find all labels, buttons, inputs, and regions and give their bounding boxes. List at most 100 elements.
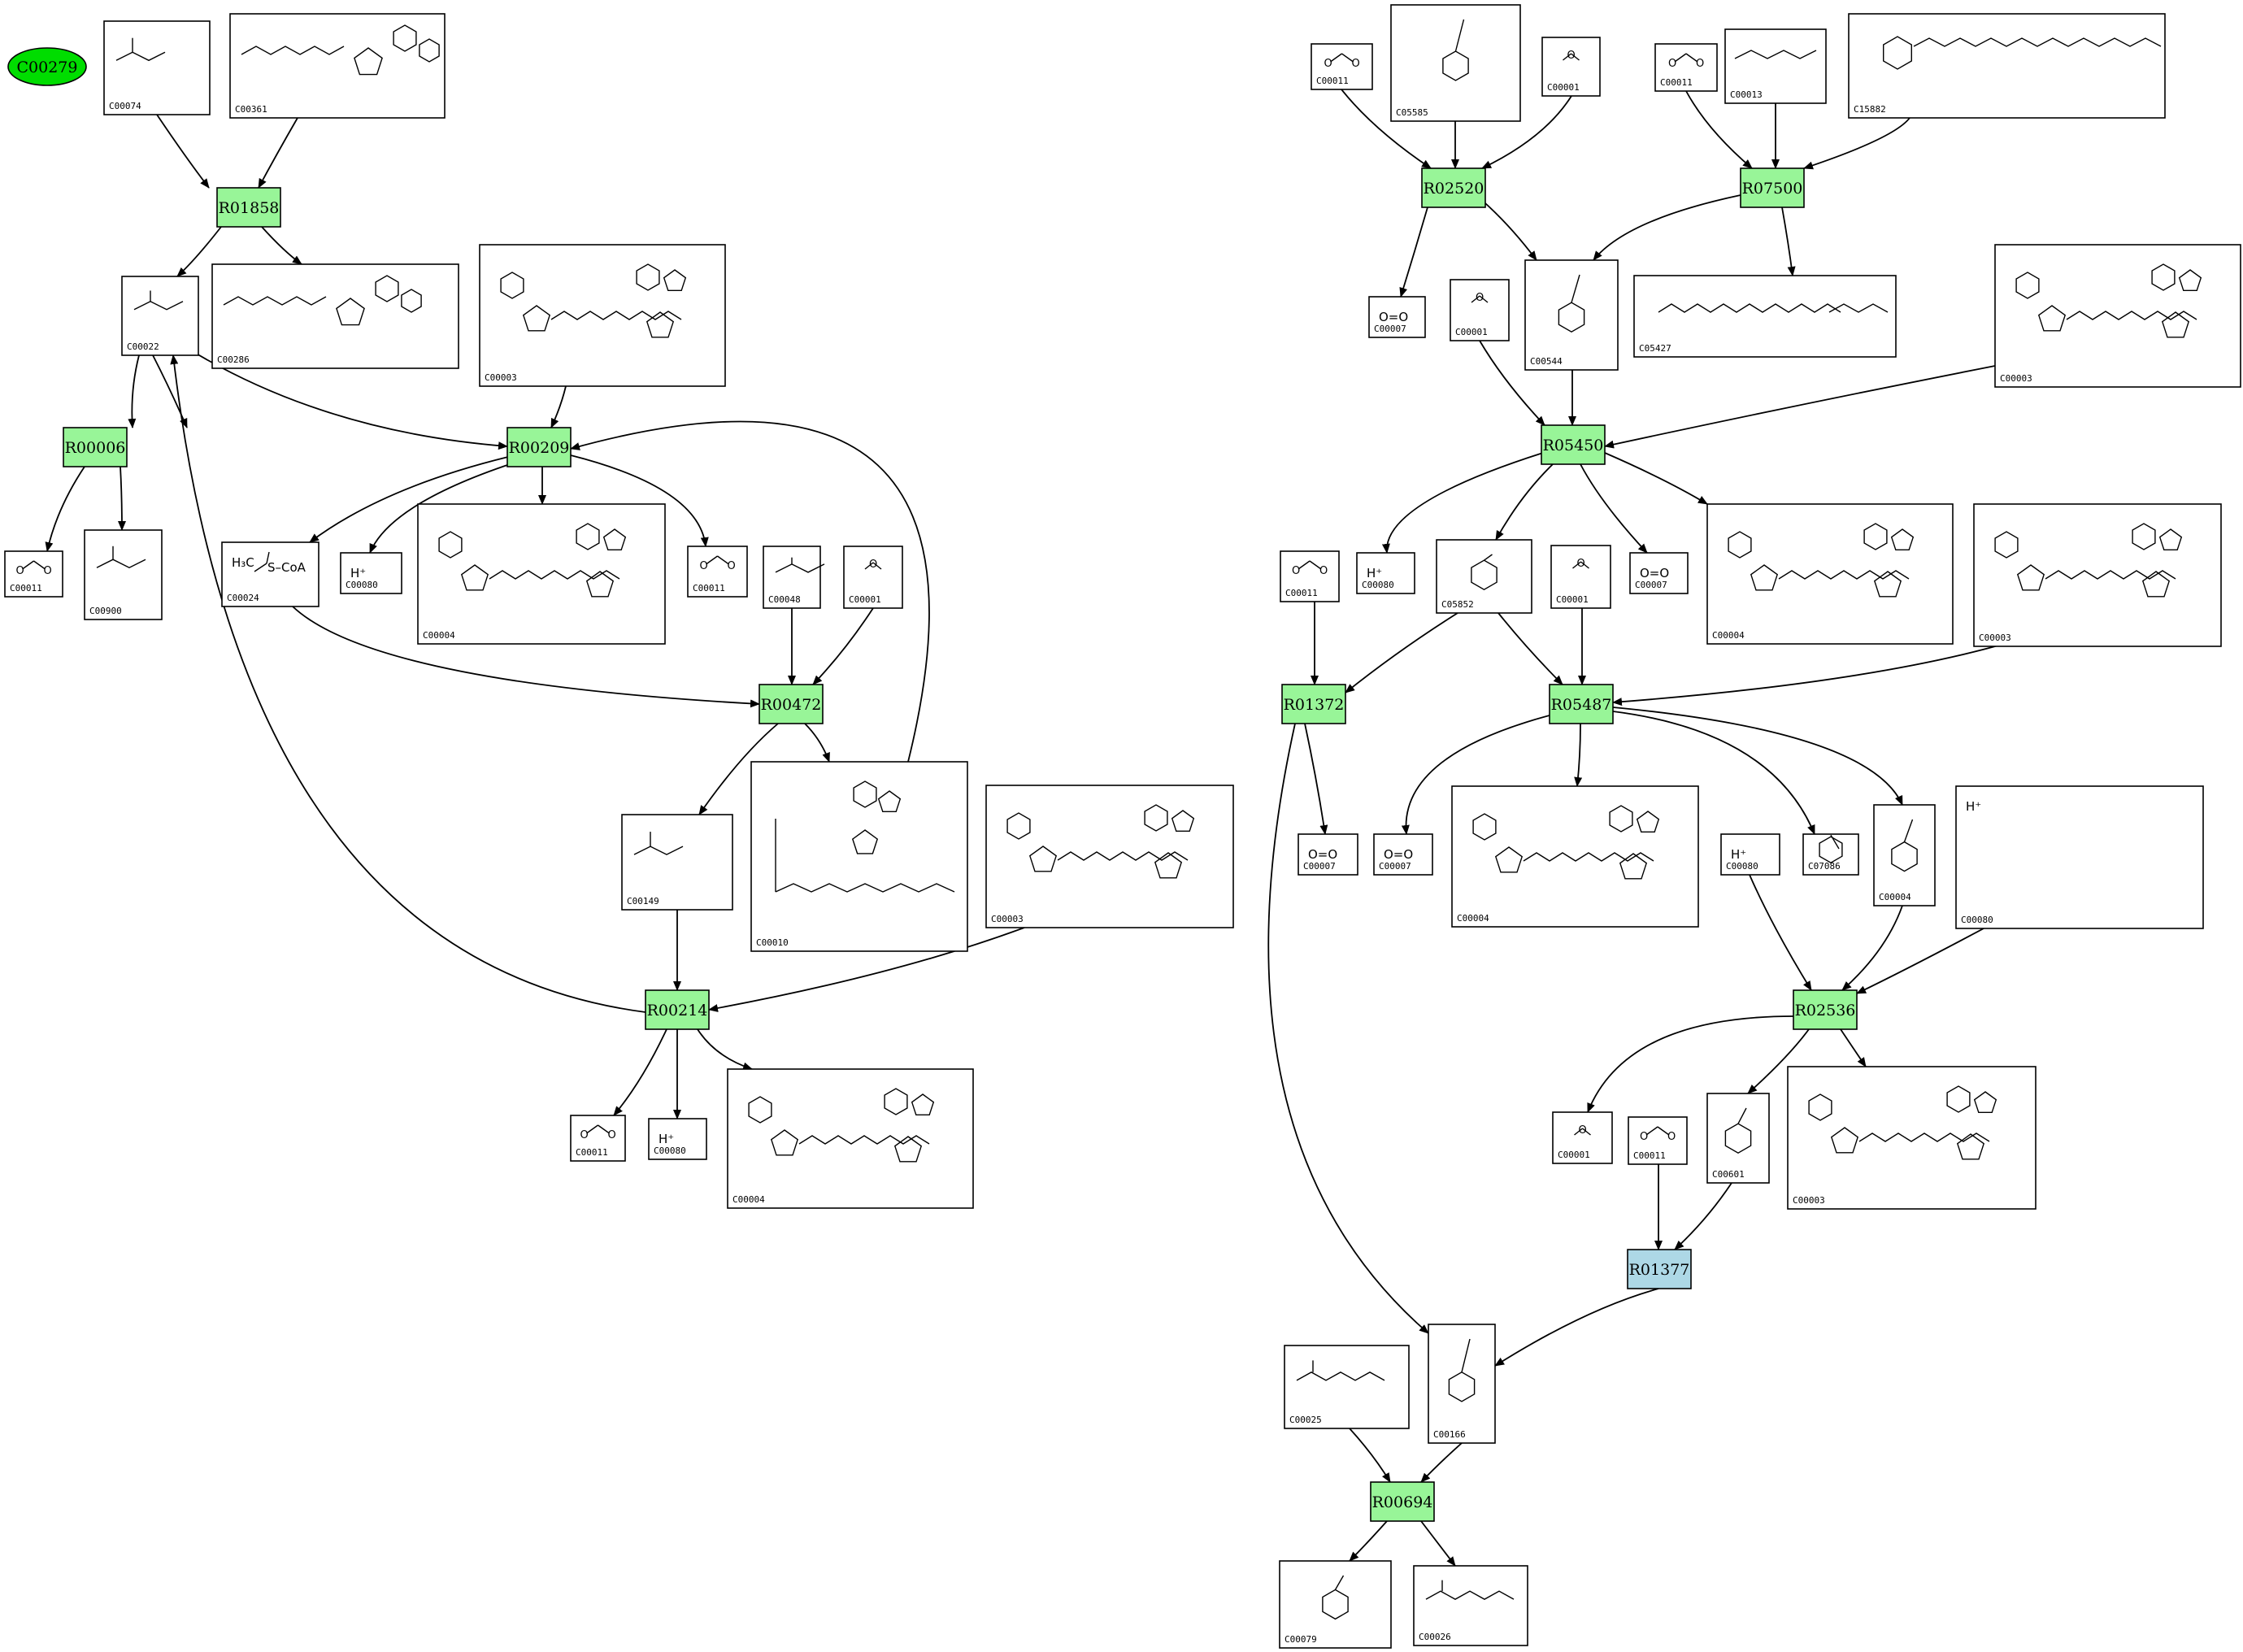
compound-node[interactable]: C05427 bbox=[1633, 275, 1897, 358]
reaction-node[interactable]: R05487 bbox=[1549, 684, 1614, 724]
compound-node[interactable]: C00048 bbox=[763, 546, 825, 609]
compound-node[interactable]: C00003 bbox=[1787, 1066, 2037, 1210]
compound-box[interactable] bbox=[1706, 503, 1954, 645]
reaction-node[interactable]: R01377 bbox=[1627, 1249, 1692, 1289]
compound-node[interactable]: C00601 bbox=[1706, 1093, 1770, 1184]
compound-box[interactable] bbox=[1373, 833, 1433, 876]
compound-box[interactable] bbox=[121, 276, 199, 356]
compound-node[interactable]: C00286 bbox=[211, 263, 459, 369]
compound-node[interactable]: C00025 bbox=[1284, 1345, 1410, 1429]
compound-box[interactable] bbox=[727, 1068, 974, 1209]
compound-box[interactable] bbox=[1848, 13, 2166, 119]
compound-node[interactable]: C00166 bbox=[1428, 1324, 1496, 1444]
compound-box[interactable] bbox=[687, 546, 748, 598]
reaction-box[interactable] bbox=[1281, 684, 1346, 724]
compound-box[interactable] bbox=[1413, 1565, 1528, 1646]
reaction-node[interactable]: R00472 bbox=[759, 684, 824, 724]
compound-box[interactable] bbox=[1629, 552, 1689, 594]
start-node[interactable]: C00279 bbox=[7, 47, 87, 86]
reaction-box[interactable] bbox=[645, 989, 710, 1030]
compound-box[interactable] bbox=[570, 1115, 626, 1162]
compound-box[interactable] bbox=[4, 550, 63, 598]
compound-node[interactable]: C00003 bbox=[479, 244, 726, 387]
reaction-box[interactable] bbox=[1627, 1249, 1692, 1289]
compound-box[interactable] bbox=[1311, 43, 1373, 90]
compound-node[interactable]: C00149 bbox=[621, 814, 733, 911]
compound-box[interactable] bbox=[1298, 833, 1358, 876]
compound-node[interactable]: C00004 bbox=[1706, 503, 1954, 645]
compound-box[interactable] bbox=[1436, 539, 1532, 614]
compound-node[interactable]: H⁺C00080 bbox=[648, 1118, 707, 1160]
compound-box[interactable] bbox=[1284, 1345, 1410, 1429]
compound-box[interactable] bbox=[1280, 550, 1340, 602]
compound-box[interactable] bbox=[1955, 785, 2204, 929]
compound-node[interactable]: C15882 bbox=[1848, 13, 2166, 119]
reaction-node[interactable]: R01372 bbox=[1281, 684, 1346, 724]
reaction-box[interactable] bbox=[1541, 424, 1606, 465]
compound-box[interactable] bbox=[1541, 37, 1601, 97]
reaction-box[interactable] bbox=[1740, 167, 1805, 208]
compound-node[interactable]: H⁺C00080 bbox=[1356, 552, 1415, 594]
compound-box[interactable] bbox=[1356, 552, 1415, 594]
reaction-box[interactable] bbox=[63, 427, 128, 467]
reaction-node[interactable]: R05450 bbox=[1541, 424, 1606, 465]
compound-box[interactable] bbox=[221, 541, 319, 607]
compound-box[interactable] bbox=[1787, 1066, 2037, 1210]
reaction-box[interactable] bbox=[1370, 1481, 1435, 1522]
reaction-node[interactable]: R07500 bbox=[1740, 167, 1805, 208]
compound-box[interactable] bbox=[621, 814, 733, 911]
compound-box[interactable] bbox=[1720, 833, 1780, 876]
reaction-node[interactable]: R00214 bbox=[645, 989, 710, 1030]
compound-node[interactable]: C00026 bbox=[1413, 1565, 1528, 1646]
reaction-box[interactable] bbox=[216, 187, 281, 228]
compound-node[interactable]: C00544 bbox=[1524, 259, 1619, 371]
compound-box[interactable] bbox=[1873, 804, 1936, 906]
compound-box[interactable] bbox=[1524, 259, 1619, 371]
reaction-node[interactable]: R00209 bbox=[506, 427, 572, 467]
compound-box[interactable] bbox=[1368, 296, 1426, 338]
compound-node[interactable]: H⁺C00080 bbox=[1955, 785, 2204, 929]
compound-node[interactable]: H⁺C00080 bbox=[1720, 833, 1780, 876]
compound-box[interactable] bbox=[211, 263, 459, 369]
compound-node[interactable]: C00004 bbox=[727, 1068, 974, 1209]
compound-node[interactable]: C00900 bbox=[84, 529, 163, 620]
compound-node[interactable]: C00013 bbox=[1724, 28, 1827, 104]
compound-box[interactable] bbox=[103, 20, 211, 115]
compound-box[interactable] bbox=[1802, 833, 1859, 876]
reaction-box[interactable] bbox=[1421, 167, 1486, 208]
compound-box[interactable] bbox=[985, 785, 1234, 928]
compound-box[interactable] bbox=[1633, 275, 1897, 358]
compound-box[interactable] bbox=[479, 244, 726, 387]
compound-box[interactable] bbox=[1279, 1560, 1392, 1649]
compound-box[interactable] bbox=[843, 546, 903, 609]
compound-box[interactable] bbox=[1451, 785, 1699, 928]
compound-node[interactable]: C00004 bbox=[1873, 804, 1936, 906]
reaction-box[interactable] bbox=[1793, 989, 1858, 1030]
reaction-box[interactable] bbox=[1549, 684, 1614, 724]
reaction-node[interactable]: R00694 bbox=[1370, 1481, 1435, 1522]
compound-node[interactable]: C00010 bbox=[750, 761, 968, 952]
reaction-box[interactable] bbox=[506, 427, 572, 467]
compound-box[interactable] bbox=[1654, 43, 1718, 92]
compound-box[interactable] bbox=[1994, 244, 2241, 388]
compound-box[interactable] bbox=[1724, 28, 1827, 104]
compound-node[interactable]: C05852 bbox=[1436, 539, 1532, 614]
start-node-ellipse[interactable] bbox=[7, 47, 87, 86]
compound-box[interactable] bbox=[750, 761, 968, 952]
compound-box[interactable] bbox=[1628, 1116, 1688, 1165]
compound-box[interactable] bbox=[1428, 1324, 1496, 1444]
compound-node[interactable]: C00022 bbox=[121, 276, 199, 356]
compound-node[interactable]: C05585 bbox=[1390, 4, 1521, 122]
